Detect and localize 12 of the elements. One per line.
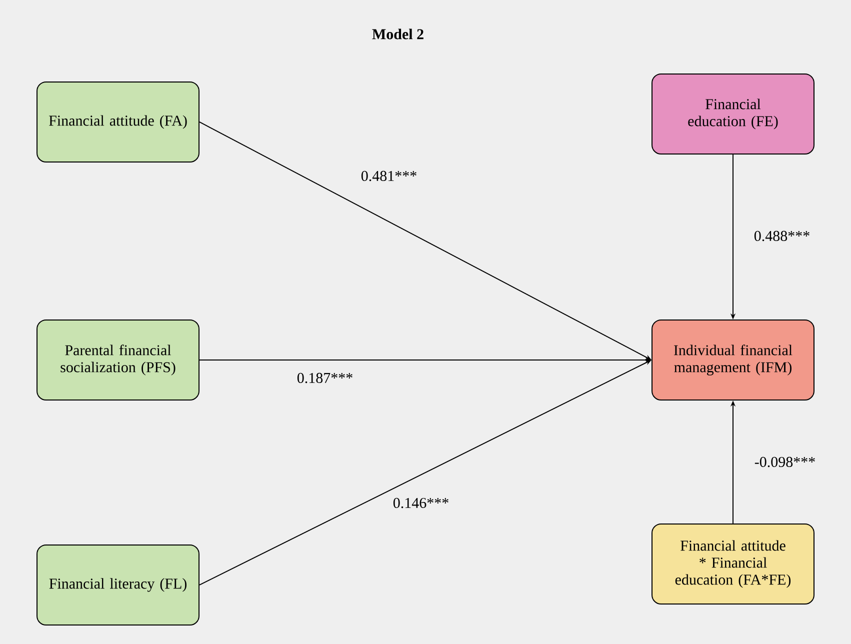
edge-label: 0.488***	[754, 230, 810, 242]
edge-label: 0.146***	[393, 498, 448, 508]
rounded-box: Financial attitude (FA)	[36, 82, 200, 162]
rounded-box: Individual financial management (IFM)	[652, 319, 814, 400]
rounded-box: Financial literacy (FL)	[36, 544, 200, 626]
rounded-box: Financial attitude * Financial education (FA*FE)	[652, 523, 814, 604]
edge-label: -0.098***	[754, 456, 815, 468]
edge-label: 0.187***	[297, 372, 352, 384]
rounded-box: Parental financial socialization (PFS)	[36, 319, 200, 400]
edge-label: 0.481***	[361, 170, 416, 182]
title: Model 2	[372, 28, 424, 40]
rounded-box: Financial education (FE)	[652, 73, 814, 154]
